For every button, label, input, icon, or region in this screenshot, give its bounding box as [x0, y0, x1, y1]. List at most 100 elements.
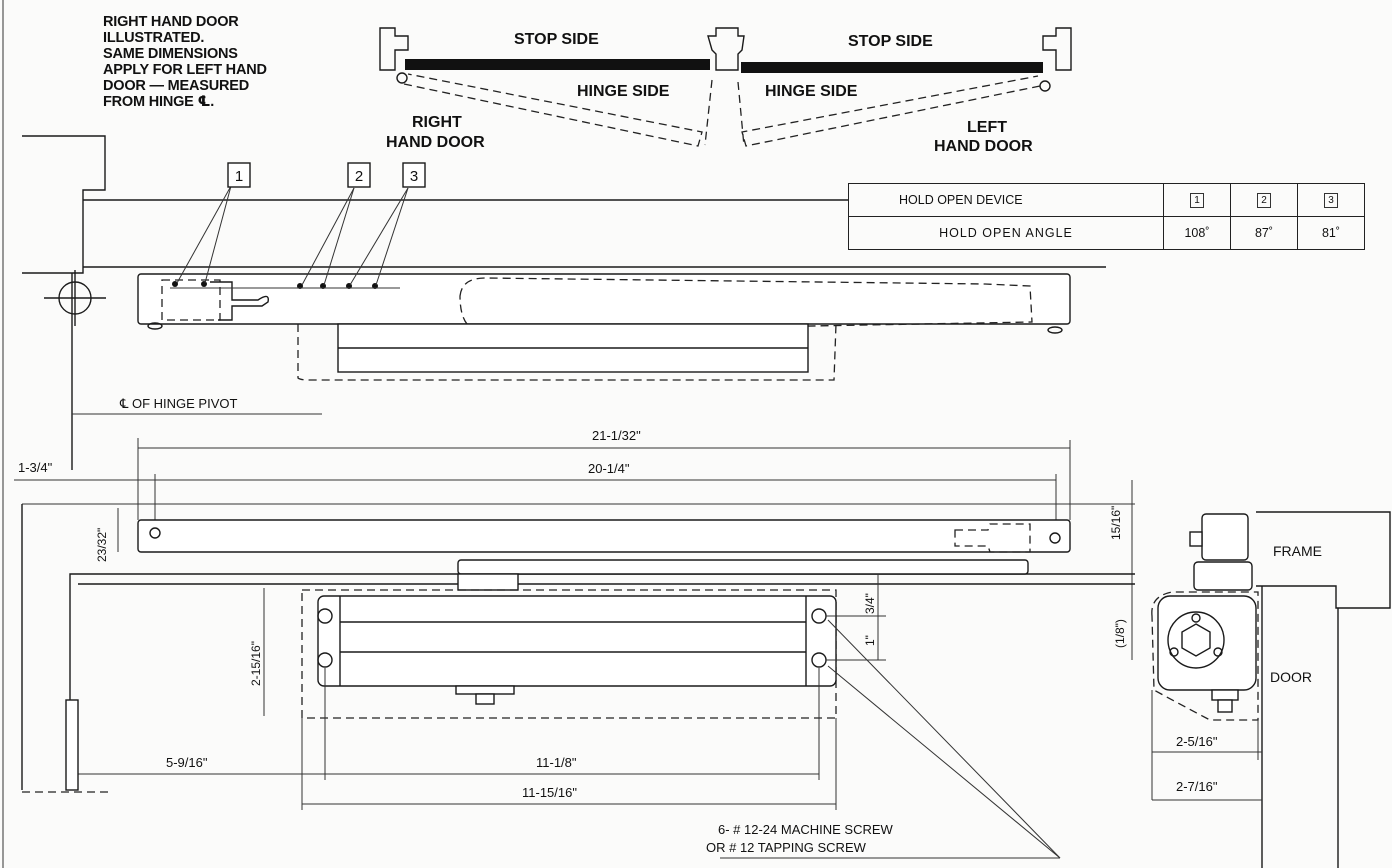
dim-gap: (1/8")	[1113, 619, 1127, 648]
leader	[301, 187, 355, 286]
dim-hinge-offset: 1-3/4"	[18, 460, 53, 475]
plan-view: 21-1/32" 20-1/4" 1-3/4" 23/32" 15/16" (1…	[14, 428, 1135, 859]
frame-section	[22, 135, 106, 274]
center-mullion	[707, 27, 745, 71]
track-hole	[149, 527, 161, 539]
callout-box-2	[347, 162, 371, 188]
dim-left-to-hole: 5-9/16"	[166, 755, 208, 770]
leader	[375, 187, 409, 286]
screw-hole	[317, 652, 333, 668]
screw-leader	[827, 665, 1061, 859]
dim-body-height: 2-15/16"	[249, 641, 263, 686]
left-door-open-dashed	[741, 75, 1041, 147]
stop-side-label: STOP SIDE	[514, 31, 599, 48]
right-door-arc	[704, 79, 713, 146]
bracket-screw	[1189, 531, 1203, 547]
door-note: RIGHT HAND DOOR ILLUSTRATED. SAME DIMENS…	[103, 14, 267, 110]
screw-leader	[827, 619, 1061, 859]
dim-right-offset: 15/16"	[1109, 506, 1123, 540]
screw-note: OR # 12 TAPPING SCREW	[706, 840, 867, 855]
bracket-base	[1193, 561, 1253, 591]
frame-block	[1256, 511, 1391, 609]
right-door-open-dashed	[403, 73, 703, 147]
pinion	[1167, 611, 1225, 669]
left-hand-door-leaf	[741, 62, 1043, 73]
pinion-bolt	[1169, 647, 1179, 657]
device-1: 1	[1190, 193, 1204, 208]
dim-hole-spacing: 1"	[863, 635, 877, 646]
pinion-bolt	[1191, 613, 1201, 623]
left-door-arc	[737, 81, 745, 147]
dim-overall: 21-1/32"	[592, 428, 641, 443]
hold-open-device-label: HOLD OPEN DEVICE	[899, 193, 1023, 207]
callout-box-3	[402, 162, 426, 188]
plan-track	[137, 519, 1071, 553]
hold-open-table: HOLD OPEN DEVICE 1 2 3 HOLD OPEN ANGLE 1…	[848, 183, 1365, 250]
frame-label: FRAME	[1273, 543, 1322, 559]
screw-note: 6- # 12-24 MACHINE SCREW	[718, 822, 894, 837]
right-hand-door-leaf	[405, 59, 710, 70]
dim-arm-height: 23/32"	[95, 528, 109, 562]
device-cell: 2	[1230, 183, 1298, 217]
door-label: DOOR	[1270, 669, 1312, 685]
dim-side-width-2: 2-7/16"	[1176, 779, 1218, 794]
angle-3: 81˚	[1297, 216, 1365, 250]
pinion-bolt	[1213, 647, 1223, 657]
leader	[204, 185, 232, 284]
hold-open-angle-header: HOLD OPEN ANGLE	[848, 216, 1164, 250]
left-hand-door-label: HAND DOOR	[934, 138, 1033, 155]
screw-hole	[317, 608, 333, 624]
device-cell: 1	[1163, 183, 1231, 217]
section-valve-tip	[1217, 699, 1233, 713]
closer-track	[137, 273, 1071, 325]
callout-2: 2	[355, 168, 363, 185]
right-hand-door-label: RIGHT	[412, 114, 462, 131]
hinge-side-label: HINGE SIDE	[765, 83, 858, 100]
dim-hole-offset: 3/4"	[863, 593, 877, 614]
leader	[349, 187, 409, 286]
angle-2: 87˚	[1230, 216, 1298, 250]
angle-1: 108˚	[1163, 216, 1231, 250]
door-swing-diagram: STOP SIDE STOP SIDE HINGE SIDE HINGE SID…	[379, 27, 1072, 155]
arm-base	[457, 573, 519, 591]
hinge-pivot-label: ℄ OF HINGE PIVOT	[119, 396, 237, 411]
plan-cover-dashed	[301, 589, 837, 719]
stop-side-label: STOP SIDE	[848, 33, 933, 50]
right-jamb	[1042, 27, 1072, 71]
closer-section	[1157, 595, 1257, 691]
callout-box-1	[227, 162, 251, 188]
pinion-hex	[1181, 623, 1211, 657]
hold-open-lever	[210, 281, 269, 321]
valve-block	[455, 685, 515, 695]
right-hand-door-label: HAND DOOR	[386, 134, 485, 151]
left-hinge-pivot	[396, 72, 408, 84]
dim-side-width-1: 2-5/16"	[1176, 734, 1218, 749]
bracket	[1201, 513, 1249, 561]
device-cell: 3	[1297, 183, 1365, 217]
callout-1: 1	[235, 168, 243, 185]
cover-dashed	[297, 323, 837, 381]
slider-dashed	[954, 523, 1031, 553]
callout-3: 3	[410, 168, 418, 185]
dim-cover-length: 11-15/16"	[522, 785, 577, 800]
left-hand-door-label: LEFT	[967, 119, 1007, 136]
leader	[176, 185, 232, 284]
hold-open-device-header: HOLD OPEN DEVICE	[848, 183, 1164, 217]
arm-dashed	[459, 277, 1033, 333]
track-foot	[1047, 326, 1063, 334]
elevation-view: 1 2 3 ℄ OF HINGE PIVOT	[22, 135, 1106, 470]
hinge-leaf	[65, 699, 79, 791]
device-2: 2	[1257, 193, 1271, 208]
hinge-side-label: HINGE SIDE	[577, 83, 670, 100]
track-foot	[147, 322, 163, 330]
section-valve	[1211, 689, 1239, 701]
leader	[323, 187, 355, 286]
side-section: FRAME DOOR 2-5/16" 2-7/16"	[1151, 511, 1391, 868]
plan-arm	[457, 559, 1029, 575]
dim-body: 20-1/4"	[588, 461, 630, 476]
device-3: 3	[1324, 193, 1338, 208]
plan-closer-body	[317, 595, 837, 687]
right-hinge-pivot	[1039, 80, 1051, 92]
